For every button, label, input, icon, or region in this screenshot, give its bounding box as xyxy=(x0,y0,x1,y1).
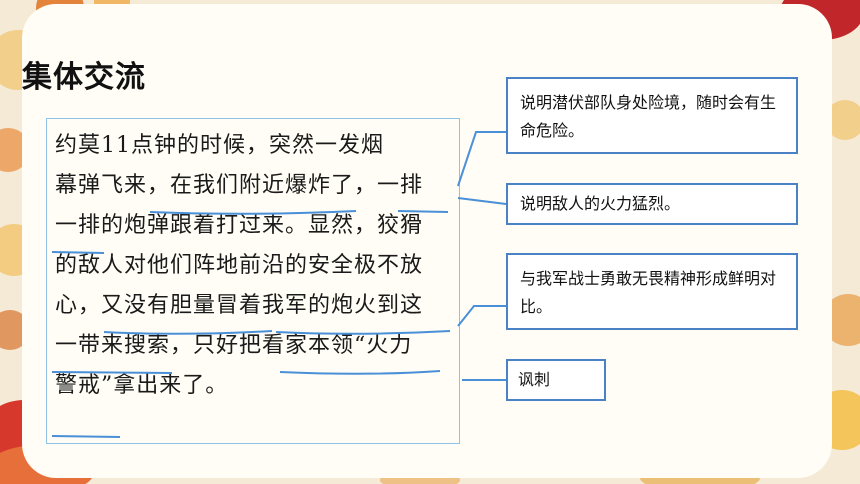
annotation-note: 说明潜伏部队身处险境，随时会有生命危险。 xyxy=(506,77,798,154)
passage-box: 约莫11点钟的时候，突然一发烟 幕弹飞来，在我们附近爆炸了，一排 一排的炮弹跟着… xyxy=(46,118,460,444)
passage-line: 心，又没有胆量冒着我军的炮火到这 xyxy=(55,293,424,318)
note-text: 与我军战士勇敢无畏精神形成鲜明对比。 xyxy=(520,269,777,316)
page-title: 集体交流 xyxy=(22,60,146,95)
note-text: 讽刺 xyxy=(518,370,551,389)
note-text: 说明潜伏部队身处险境，随时会有生命危险。 xyxy=(520,93,777,140)
annotation-note: 说明敌人的火力猛烈。 xyxy=(506,183,798,225)
passage-line: 一排的炮弹跟着打过来。显然，狡猾 xyxy=(55,213,424,238)
passage-line: 的敌人对他们阵地前沿的安全极不放 xyxy=(55,253,424,278)
annotation-note: 讽刺 xyxy=(506,359,606,401)
passage-line: 警戒”拿出来了。 xyxy=(55,373,229,398)
passage-line: 幕弹飞来，在我们附近爆炸了，一排 xyxy=(55,173,424,198)
note-text: 说明敌人的火力猛烈。 xyxy=(520,194,681,213)
passage-line: 约莫11点钟的时候，突然一发烟 xyxy=(55,133,384,158)
annotation-note: 与我军战士勇敢无畏精神形成鲜明对比。 xyxy=(506,253,798,330)
passage-line: 一带来搜索，只好把看家本领“火力 xyxy=(55,333,413,358)
